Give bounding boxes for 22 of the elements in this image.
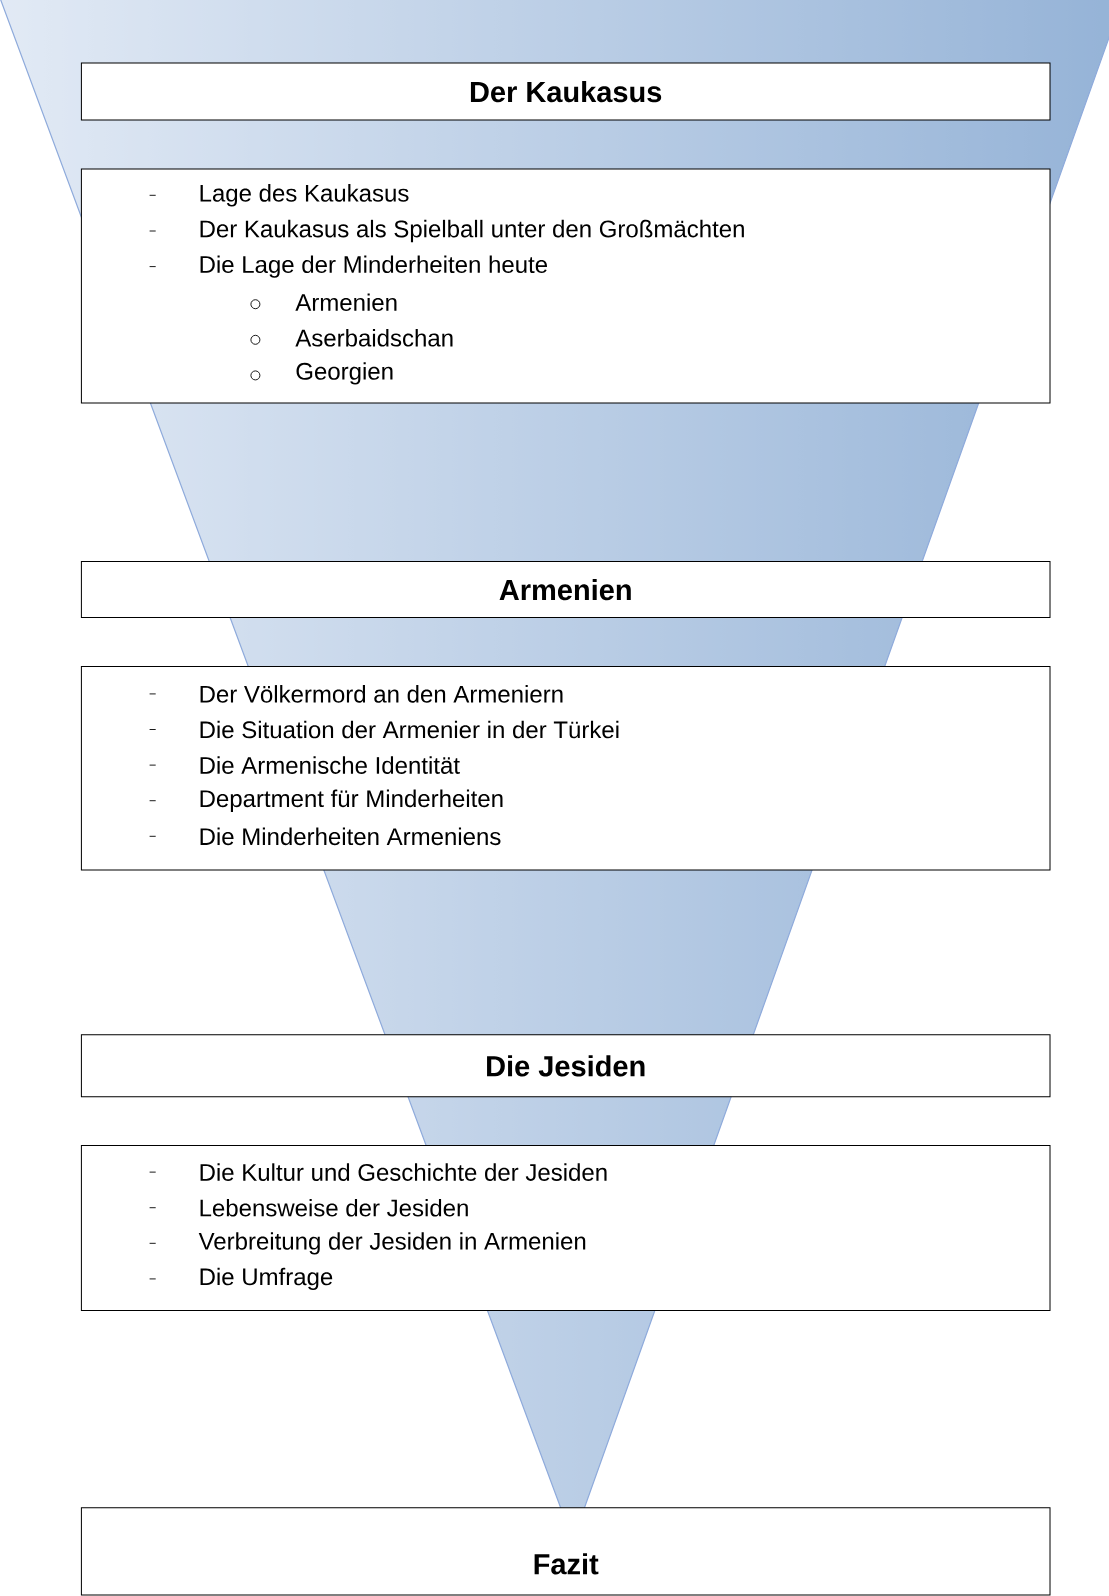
list-item: Die Armenische Identität [200, 756, 460, 774]
list-box [80, 168, 1051, 404]
list-item: Georgien [296, 362, 393, 385]
list-item: Die Minderheiten Armeniens [200, 827, 501, 846]
list-item: Der Kaukasus als Spielball unter den Großmächten [200, 219, 744, 243]
list-item: Aserbaidschan [295, 329, 453, 347]
list-item: Die Lage der Minderheiten heute [200, 255, 548, 278]
list-box [80, 665, 1051, 871]
list-item: Der Völkermord an den Armeniern [200, 685, 563, 703]
list-item: Die Umfrage [200, 1267, 333, 1291]
list-item: Lebensweise der Jesiden [200, 1198, 468, 1217]
list-item: Department für Minderheiten [200, 789, 503, 812]
heading-box: Die Jesiden [80, 1034, 1051, 1098]
heading-box: Fazit [80, 1507, 1051, 1596]
list-box [80, 1145, 1051, 1311]
list-item: Die Situation der Armenier in der Türkei [200, 720, 619, 739]
list-item: Lage des Kaukasus [200, 184, 409, 207]
list-item: Verbreitung der Jesiden in Armenien [198, 1232, 586, 1255]
heading-box: Der Kaukasus [80, 62, 1051, 121]
list-item: Die Kultur und Geschichte der Jesiden [200, 1163, 607, 1181]
list-item: Armenien [295, 293, 397, 311]
heading-box: Armenien [80, 561, 1051, 619]
